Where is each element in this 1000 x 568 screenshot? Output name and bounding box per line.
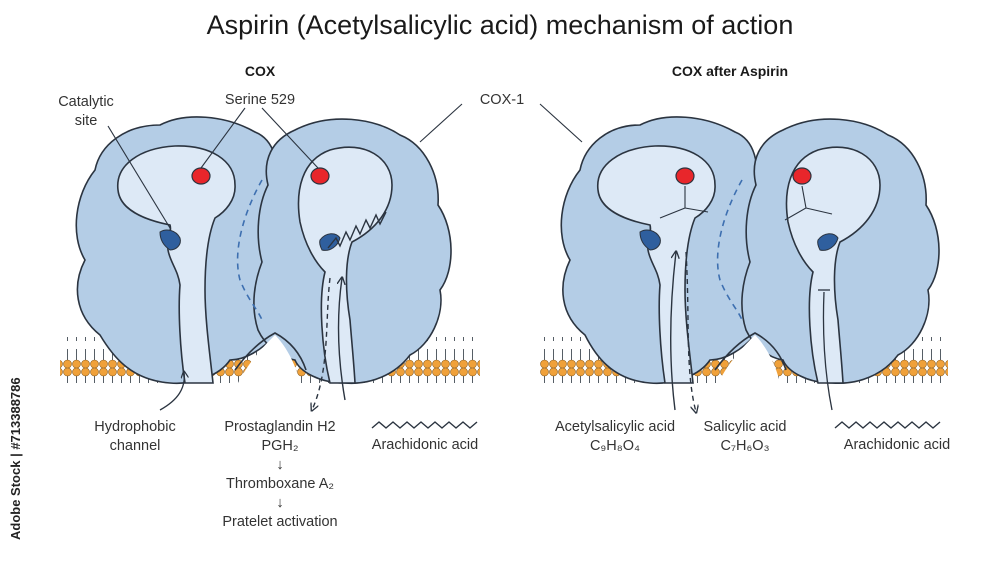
hydrophobic-channel-line1: Hydrophobic [94,419,176,435]
thromboxane-label: Thromboxane A₂ [226,476,334,492]
channel-right-b [785,146,881,384]
panel-title-cox-after-aspirin: COX after Aspirin [671,63,789,79]
serine-529-label: Serine 529 [224,92,296,108]
pgh2-formula: PGH₂ [261,438,299,454]
catalytic-site-left-a [159,229,181,251]
prostaglandin-pathway: Prostaglandin H2 PGH₂ ↓ Thromboxane A₂ ↓… [205,418,355,532]
catalytic-site-label-line2: site [74,113,98,129]
arrow-down-icon: ↓ [276,457,284,473]
hydrophobic-channel-line2: channel [109,438,161,454]
hydrophobic-channel-label: Hydrophobic channel [80,418,190,456]
serine-529-left-b [310,167,330,185]
page-title: Aspirin (Acetylsalicylic acid) mechanism… [206,10,794,40]
watermark-text: Adobe Stock | #713388786 [8,377,23,540]
serine-529-right-a [675,167,695,185]
salicylic-acid-formula: C₇H₆O₃ [720,438,770,454]
serine-529-right-b [792,167,812,185]
channel-left-a [117,145,236,384]
platelet-activation-label: Pratelet activation [222,514,338,530]
prostaglandin-h2-label: Prostaglandin H2 [224,419,336,435]
channel-left-b [297,146,393,384]
cox-dimer-left [75,103,583,429]
arachidonic-zigzag-right [834,421,941,429]
catalytic-site-right-a [639,229,661,251]
catalytic-site-left-b [319,233,341,251]
arachidonic-acid-label-right: Arachidonic acid [843,437,951,453]
acetylsalicylic-acid-label: Acetylsalicylic acid C₉H₈O₄ [540,418,690,456]
salicylic-acid-label: Salicylic acid C₇H₆O₃ [690,418,800,456]
acetylsalicylic-acid-name: Acetylsalicylic acid [554,419,676,435]
salicylic-acid-name: Salicylic acid [703,419,787,435]
arrow-down-icon: ↓ [276,495,284,511]
panel-title-cox: COX [244,63,276,79]
arachidonic-acid-label-left: Arachidonic acid [371,437,479,453]
acetylsalicylic-acid-formula: C₉H₈O₄ [590,438,640,454]
cox-dimer-right [560,116,941,429]
serine-529-left-a [191,167,211,185]
cox1-label: COX-1 [479,92,525,108]
catalytic-site-label: Catalytic site [50,93,122,131]
catalytic-site-label-line1: Catalytic [58,94,114,110]
catalytic-site-right-b [817,233,839,251]
arachidonic-zigzag-left [371,421,478,429]
arachidonic-in-channel [327,211,387,249]
